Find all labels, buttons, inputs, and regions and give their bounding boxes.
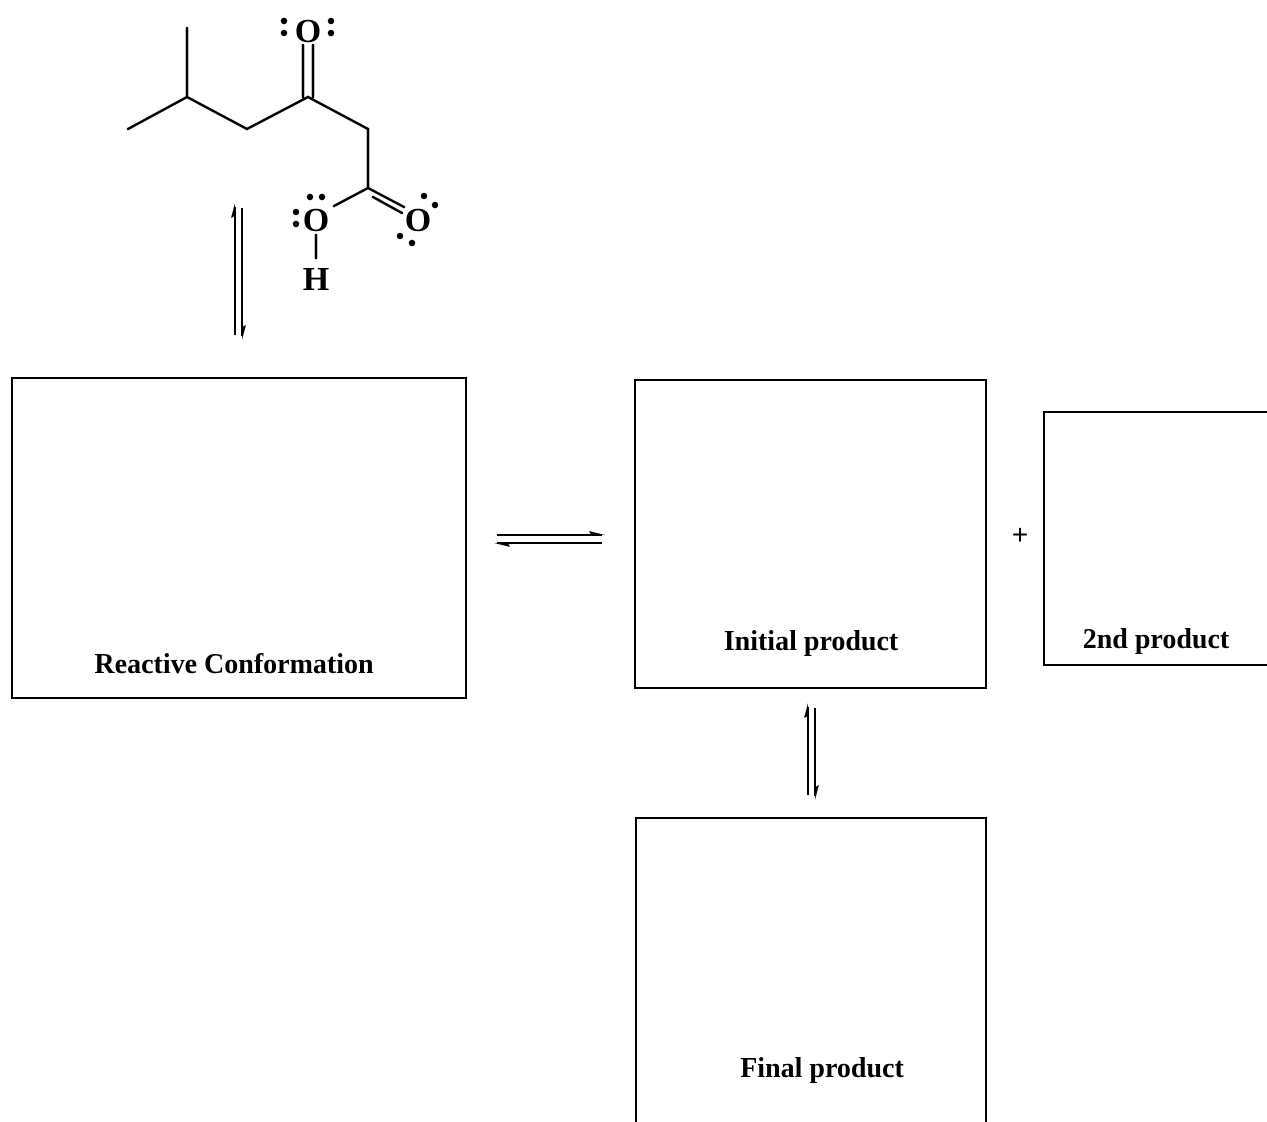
initial-product-label: Initial product — [724, 626, 899, 657]
bond-ch-ch2 — [185, 95, 249, 131]
equilibrium-arrow-conformation-to-initial — [494, 531, 605, 547]
lone-pairs — [280, 17, 439, 247]
final-product-label: Final product — [740, 1053, 904, 1084]
hydroxyl-hydrogen-label: H — [303, 261, 329, 298]
bond-acid-carbon-oh — [332, 186, 370, 208]
acid-double-bond-b — [371, 195, 404, 215]
reactive-conformation-label: Reactive Conformation — [94, 649, 374, 680]
equilibrium-arrow-molecule-to-conformation — [231, 203, 246, 340]
bond-methyl-left — [126, 95, 189, 131]
bond-ch2-carbonyl — [245, 95, 310, 131]
box-initial-product[interactable]: Initial product — [634, 379, 987, 689]
box-final-product[interactable]: Final product — [635, 817, 987, 1122]
box-reactive-conformation[interactable]: Reactive Conformation — [11, 377, 467, 699]
ketone-oxygen-label: O — [295, 13, 321, 50]
plus-sign: + — [1012, 519, 1028, 550]
second-product-label: 2nd product — [1083, 624, 1230, 655]
hydroxyl-oxygen-label: O — [303, 202, 329, 239]
bond-carbonyl-ch2 — [306, 95, 370, 131]
carbonyl-oxygen-label: O — [405, 202, 431, 239]
box-second-product[interactable]: 2nd product — [1043, 411, 1267, 666]
acid-double-bond-a — [366, 186, 406, 209]
starting-molecule — [126, 26, 406, 260]
equilibrium-arrow-initial-to-final — [804, 703, 819, 800]
